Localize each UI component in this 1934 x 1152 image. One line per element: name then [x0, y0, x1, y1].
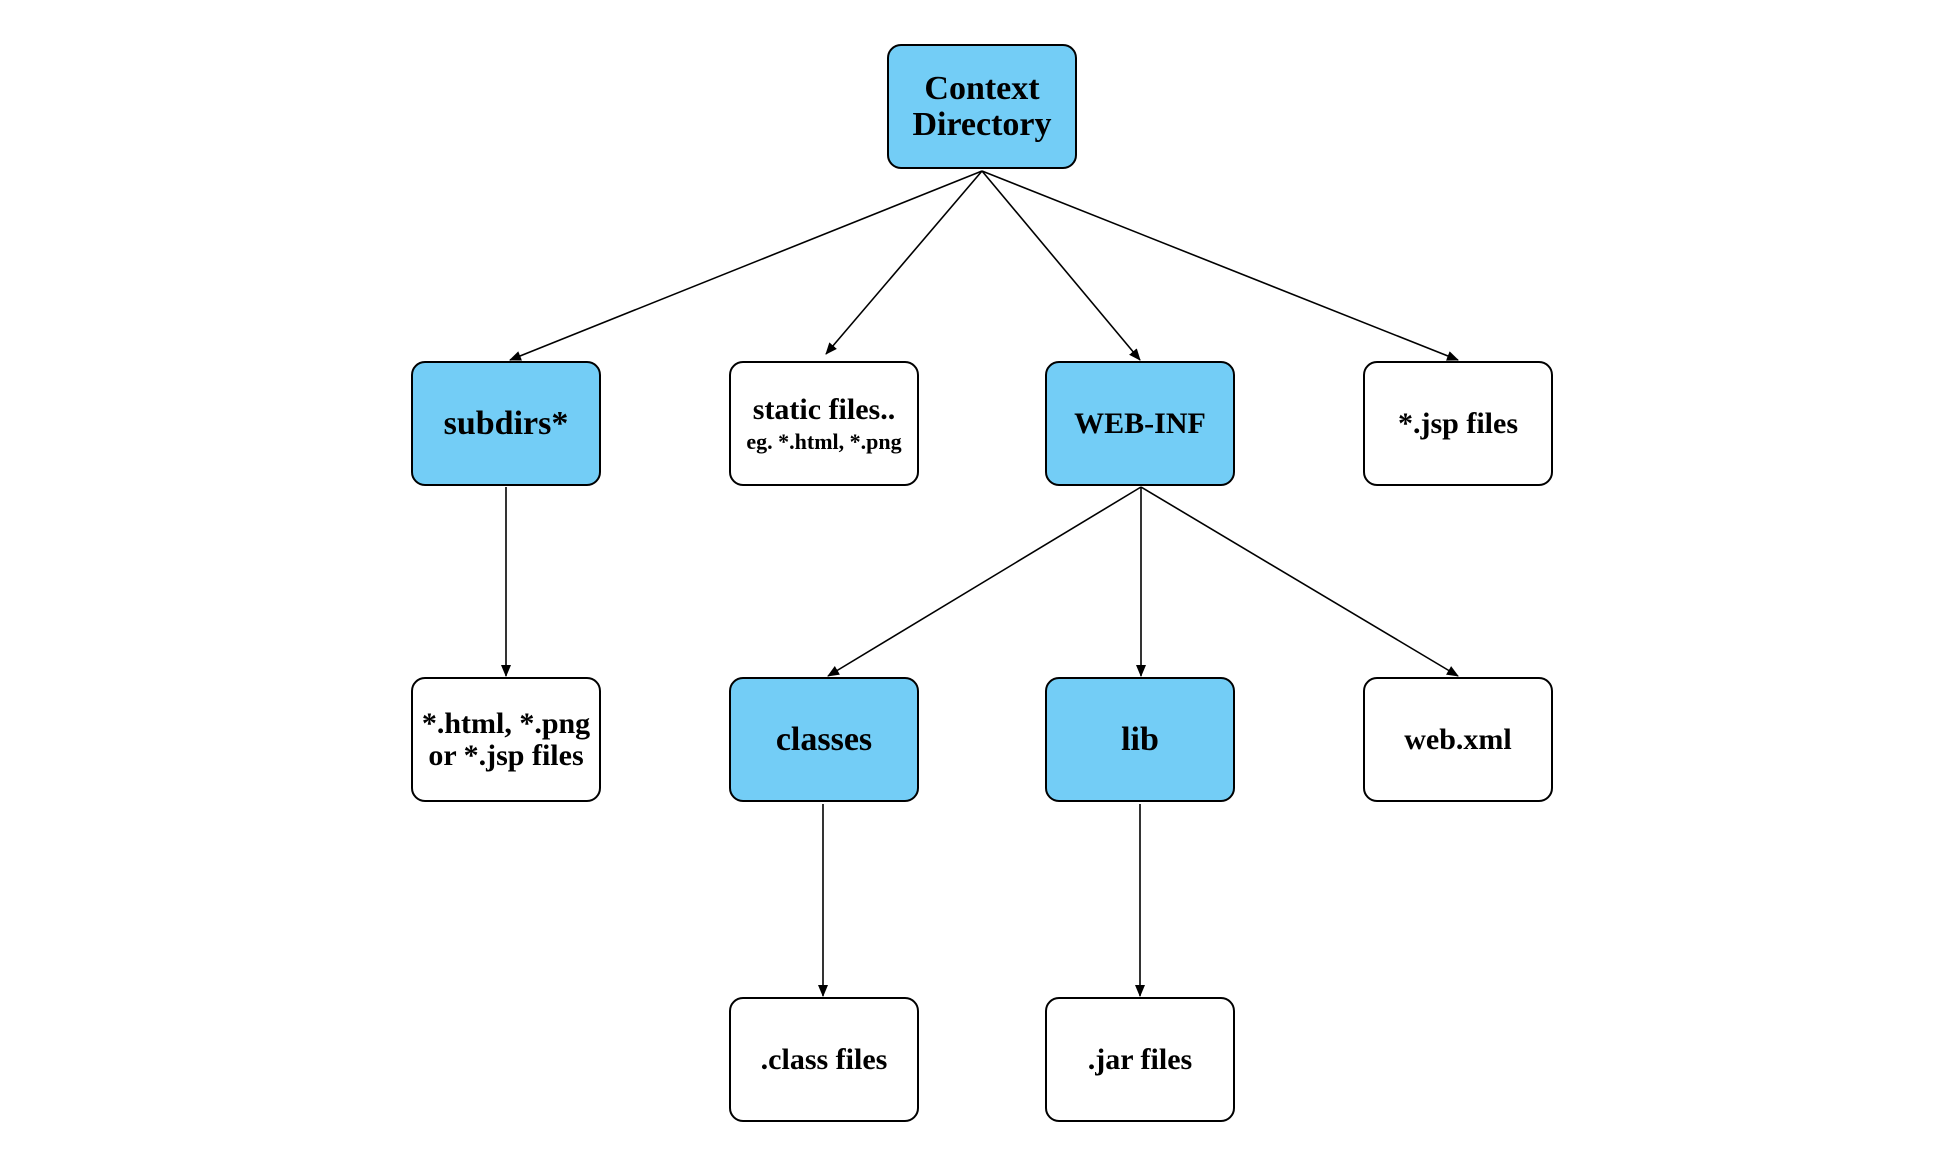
- node-label: classes: [775, 720, 873, 758]
- node-web-inf: WEB-INF: [1045, 361, 1235, 486]
- edge-context-web-inf: [981, 170, 1141, 361]
- node-label: WEB-INF: [1074, 406, 1206, 440]
- edge-web-inf-web-xml: [1140, 486, 1459, 677]
- node-label: lib: [1121, 720, 1159, 758]
- node-web-xml: web.xml: [1363, 677, 1553, 802]
- node-label-line1: static files..: [752, 393, 896, 427]
- edge-web-inf-classes: [827, 486, 1142, 677]
- edge-context-jsp-files: [981, 170, 1459, 361]
- edge-context-static-files: [825, 170, 983, 355]
- node-classes: classes: [729, 677, 919, 802]
- edge-context-subdirs: [509, 170, 983, 361]
- node-label: .class files: [760, 1042, 888, 1076]
- node-label-line1: Context: [924, 69, 1040, 107]
- node-label: subdirs*: [443, 404, 569, 442]
- node-jsp-files: *.jsp files: [1363, 361, 1553, 486]
- node-subdir-files: *.html, *.png or *.jsp files: [411, 677, 601, 802]
- node-label-line2: Directory: [912, 105, 1052, 143]
- node-label: *.jsp files: [1398, 406, 1518, 440]
- node-static-files: static files.. eg. *.html, *.png: [729, 361, 919, 486]
- node-lib: lib: [1045, 677, 1235, 802]
- node-context-directory: Context Directory: [887, 44, 1077, 169]
- node-label-line2: eg. *.html, *.png: [746, 428, 902, 454]
- node-label: web.xml: [1404, 722, 1512, 756]
- node-subdirs: subdirs*: [411, 361, 601, 486]
- node-label: .jar files: [1087, 1042, 1193, 1076]
- node-label-line1: *.html, *.png: [421, 707, 591, 740]
- node-class-files: .class files: [729, 997, 919, 1122]
- node-jar-files: .jar files: [1045, 997, 1235, 1122]
- node-label-line2: or *.jsp files: [428, 738, 584, 772]
